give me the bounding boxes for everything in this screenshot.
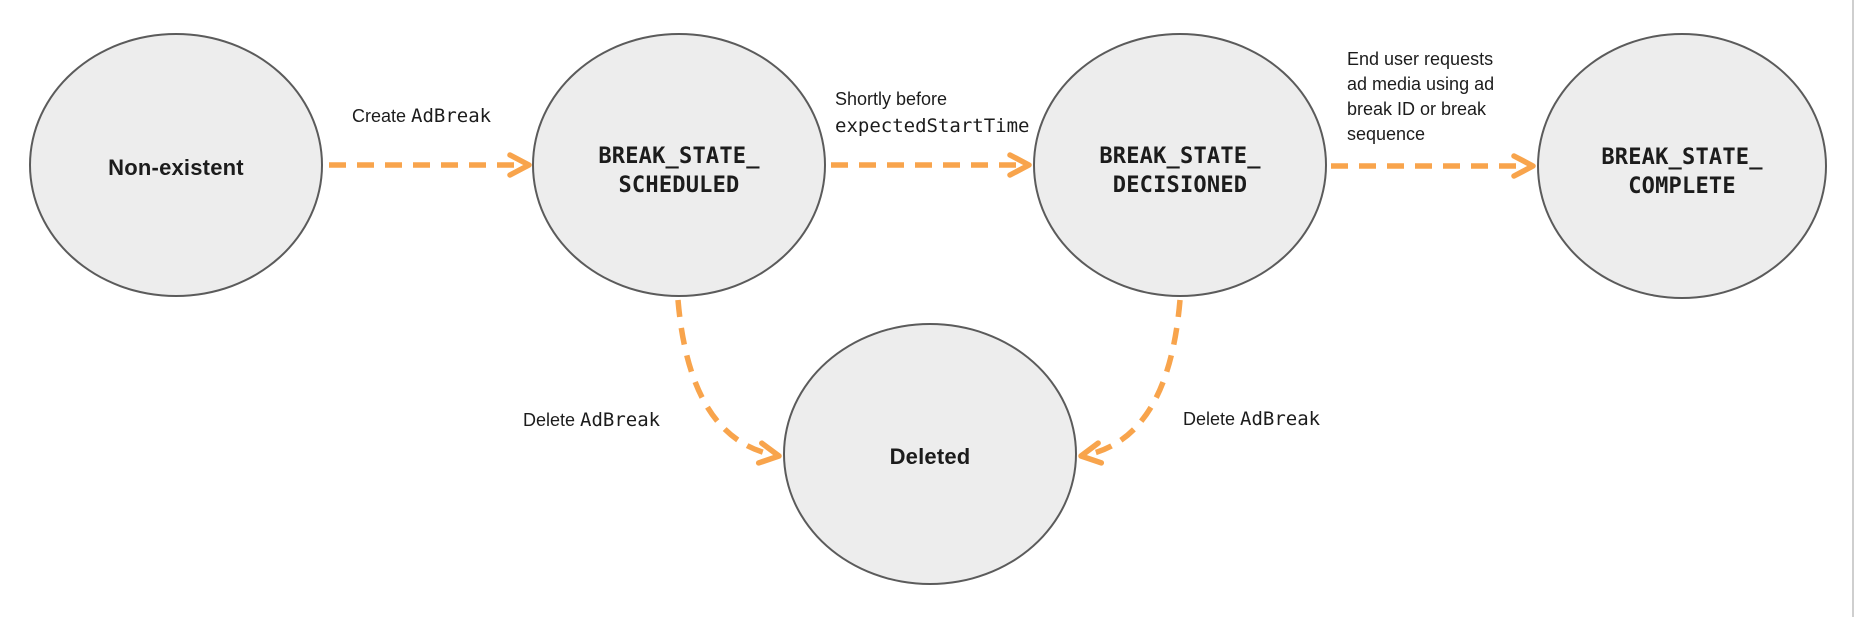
node-break-state-scheduled-label: BREAK_STATE_ SCHEDULED <box>598 144 760 198</box>
edge-label-delete-adbreak-left: Delete AdBreak <box>523 409 661 431</box>
node-break-state-complete-label: BREAK_STATE_ COMPLETE <box>1601 145 1763 199</box>
edge-delete-adbreak-right-arrow <box>1078 299 1183 466</box>
node-break-state-decisioned-label: BREAK_STATE_ DECISIONED <box>1099 144 1261 198</box>
edge-label-create-adbreak: Create AdBreak <box>352 105 492 127</box>
node-break-state-decisioned: BREAK_STATE_ DECISIONED <box>1033 33 1327 297</box>
node-deleted: Deleted <box>783 323 1077 585</box>
node-non-existent-label: Non-existent <box>108 154 244 180</box>
node-break-state-scheduled: BREAK_STATE_ SCHEDULED <box>532 33 826 297</box>
node-deleted-label: Deleted <box>889 443 971 469</box>
edge-label-delete-adbreak-right: Delete AdBreak <box>1183 408 1321 430</box>
node-break-state-complete: BREAK_STATE_ COMPLETE <box>1537 33 1827 299</box>
node-non-existent: Non-existent <box>29 33 323 297</box>
edge-delete-adbreak-left-arrow <box>675 299 782 466</box>
edge-label-end-user-requests: End user requests ad media using ad brea… <box>1347 49 1495 144</box>
edge-label-shortly-before: Shortly before expectedStartTime <box>835 89 1030 137</box>
screenshot-right-edge-line <box>1852 0 1854 617</box>
